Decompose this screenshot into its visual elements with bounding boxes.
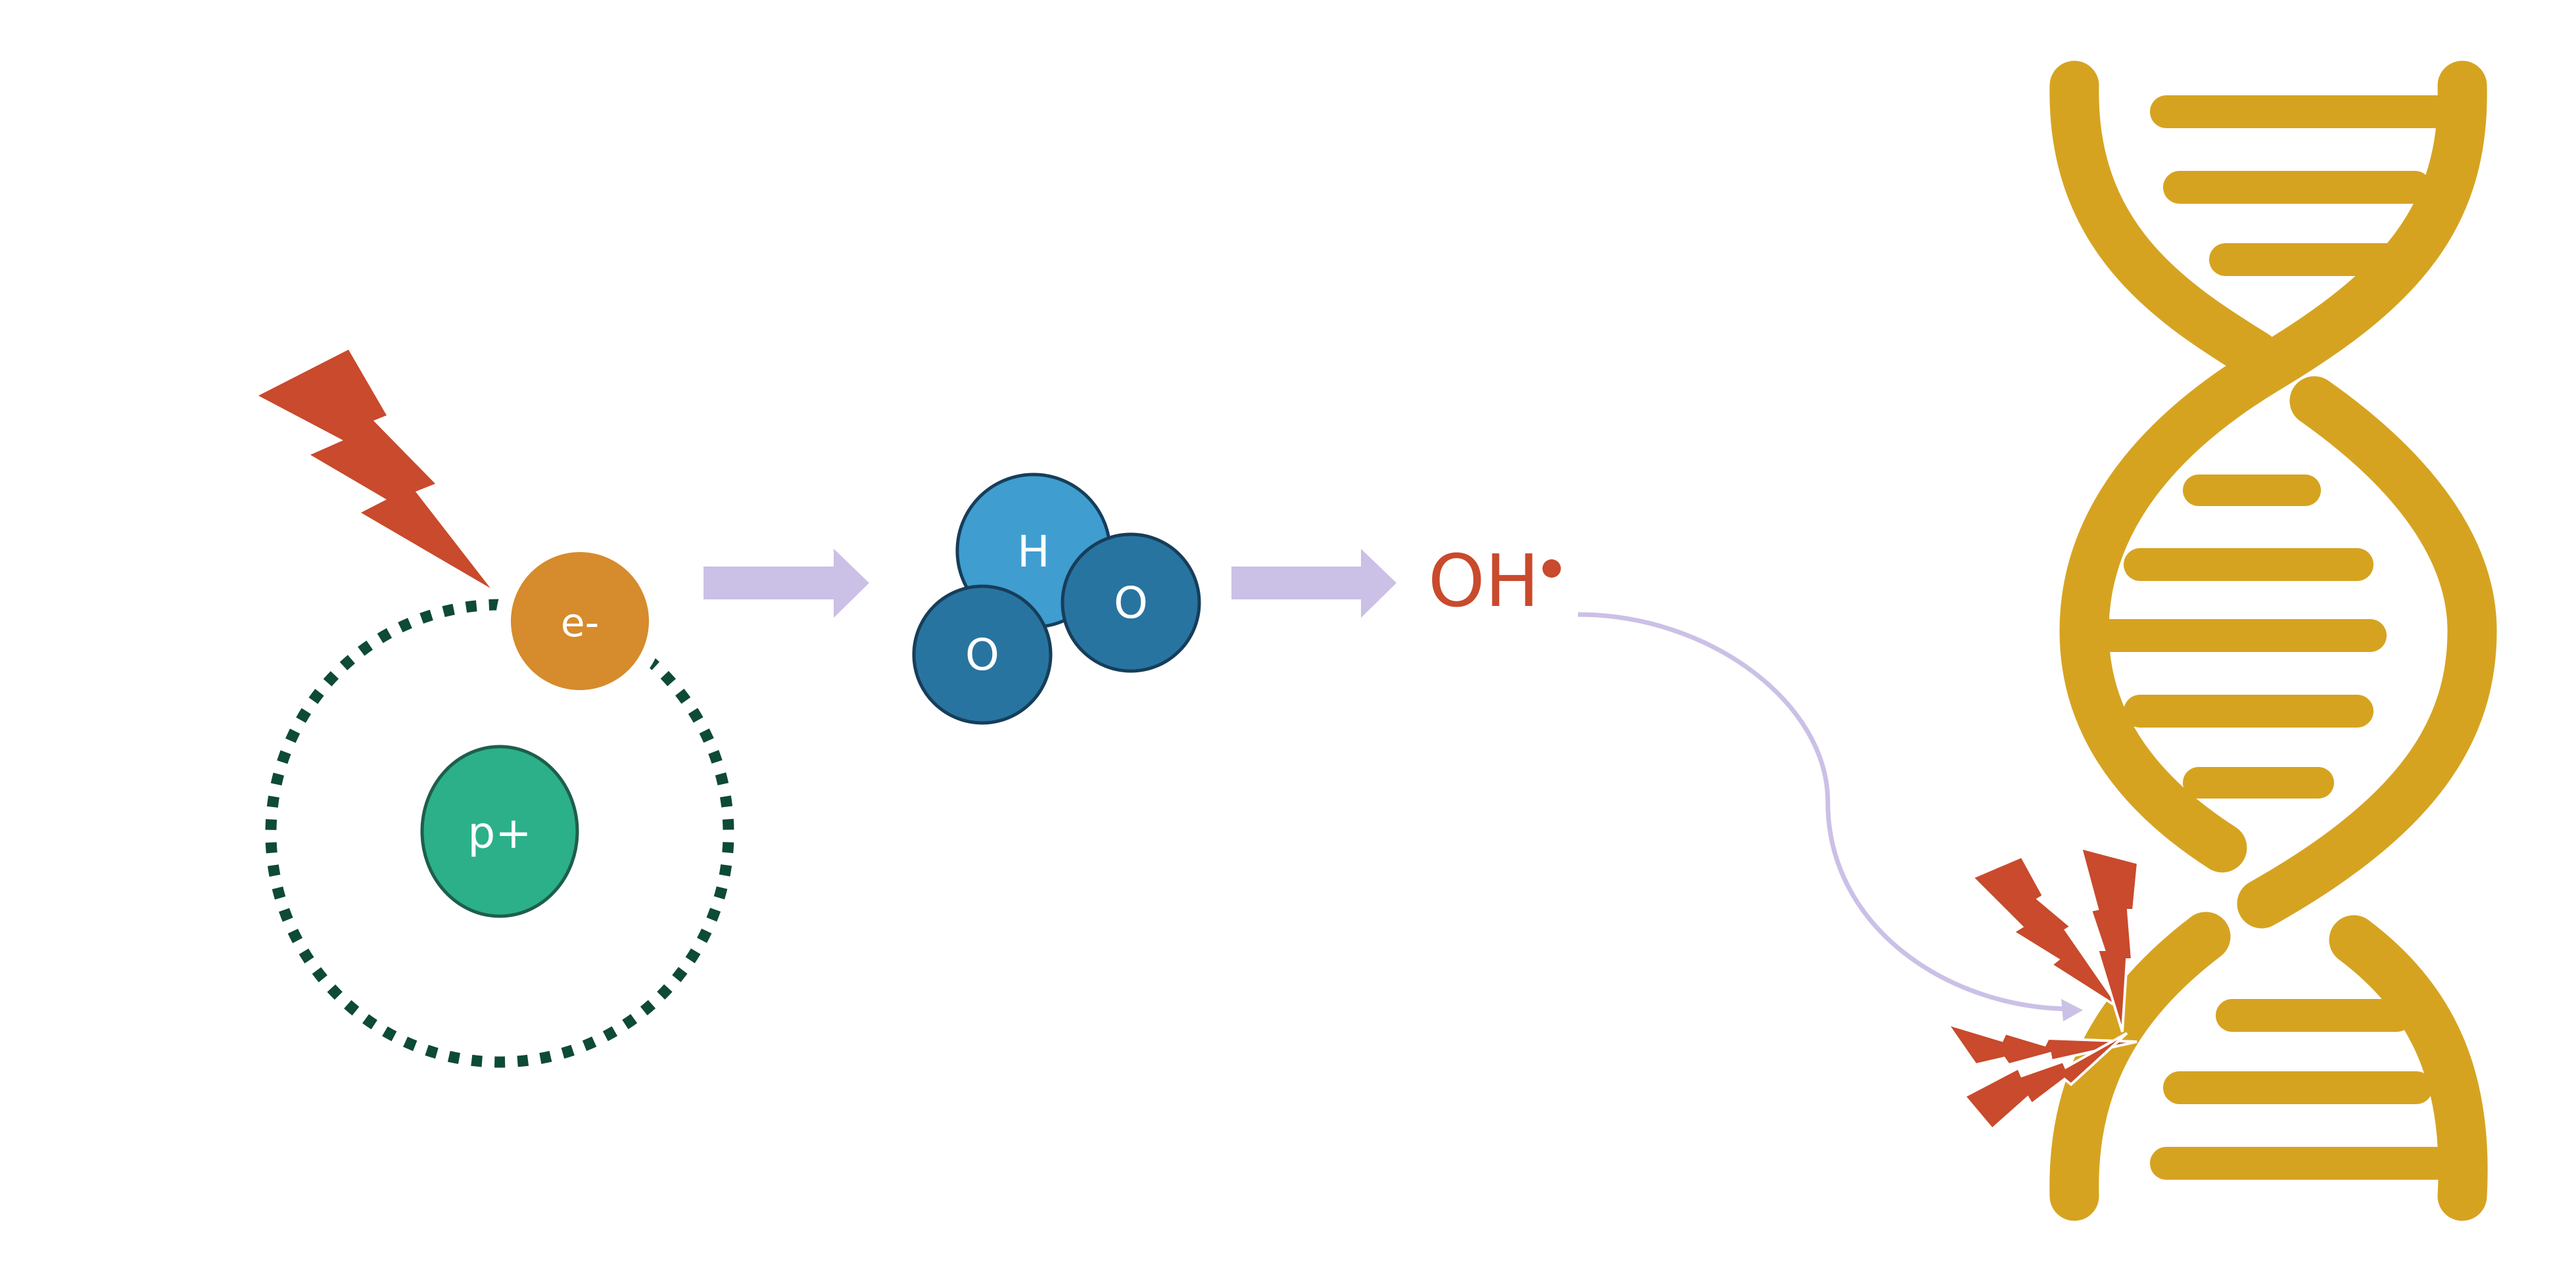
arrow-right-icon-2 — [1231, 549, 1396, 618]
attack-arrowhead-icon — [2061, 999, 2083, 1021]
oxygen-atom-left — [912, 584, 1053, 725]
hydroxyl-radical-label: OH — [1428, 539, 1539, 623]
dna-strand-right — [2059, 60, 2488, 1221]
proton — [420, 745, 579, 918]
lightning-bolt-icon — [258, 350, 490, 588]
radical-attack-path — [1577, 612, 2065, 1011]
oxygen-label-right: O — [1114, 578, 1148, 628]
hydrogen-label: H — [1017, 526, 1050, 577]
dna-helix-icon — [2049, 60, 2497, 1221]
proton-label: p+ — [467, 808, 531, 858]
arrow-right-icon — [704, 549, 869, 618]
oxygen-atom-right — [1061, 532, 1201, 673]
electron — [511, 552, 649, 690]
oxygen-label-left: O — [965, 630, 999, 680]
damage-burst-icon — [1944, 846, 2140, 1131]
radical-dot — [1542, 559, 1561, 578]
electron-label: e- — [561, 600, 600, 646]
